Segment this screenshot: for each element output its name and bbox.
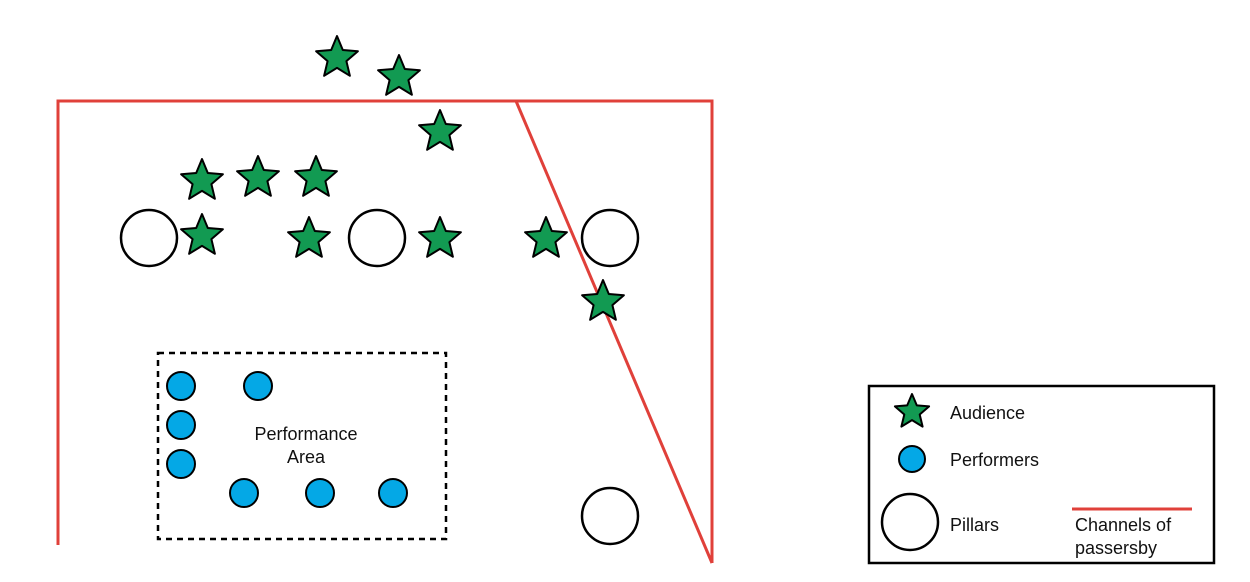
legend-pillars-label: Pillars bbox=[950, 515, 999, 535]
performer-icon bbox=[166, 449, 196, 479]
performance-area-label-line1: Performance bbox=[254, 424, 357, 444]
audience-star-icon bbox=[581, 279, 625, 321]
performer-icon bbox=[166, 410, 196, 440]
performers bbox=[166, 371, 408, 508]
performer-icon bbox=[243, 371, 273, 401]
legend-channels-label-line1: Channels of bbox=[1075, 515, 1172, 535]
passersby-channels bbox=[56, 99, 714, 564]
legend-performer-icon bbox=[898, 445, 926, 473]
performance-area-label-line2: Area bbox=[287, 447, 326, 467]
legend-performers-label: Performers bbox=[950, 450, 1039, 470]
audience-star-icon bbox=[418, 109, 462, 151]
passersby-channel-diagonal bbox=[514, 100, 714, 564]
performance-area-border bbox=[156, 351, 448, 541]
audience-star-icon bbox=[377, 54, 421, 96]
audience-star-icon bbox=[287, 216, 331, 258]
audience-star-icon bbox=[315, 35, 359, 77]
legend-channels-label-line2: passersby bbox=[1075, 538, 1157, 558]
audience-star-icon bbox=[180, 213, 224, 255]
audience-star-icon bbox=[294, 155, 338, 197]
audience-star-icon bbox=[236, 155, 280, 197]
pillar-icon bbox=[580, 208, 640, 268]
performer-icon bbox=[378, 478, 408, 508]
legend-audience-star-icon bbox=[893, 393, 931, 428]
legend: Audience Performers Pillars Channels of … bbox=[867, 384, 1216, 565]
pillar-icon bbox=[580, 486, 640, 546]
audience-star-icon bbox=[418, 216, 462, 258]
audience-star-icon bbox=[180, 158, 224, 200]
performer-icon bbox=[166, 371, 196, 401]
performance-area: Performance Area bbox=[156, 351, 448, 541]
pillars bbox=[119, 208, 640, 546]
performer-icon bbox=[229, 478, 259, 508]
audience-star-icon bbox=[524, 216, 568, 258]
legend-audience-label: Audience bbox=[950, 403, 1025, 423]
pillar-icon bbox=[119, 208, 179, 268]
legend-pillar-icon bbox=[880, 492, 940, 552]
performer-icon bbox=[305, 478, 335, 508]
audience bbox=[180, 35, 625, 321]
pillar-icon bbox=[347, 208, 407, 268]
passersby-channel-main bbox=[56, 99, 714, 563]
